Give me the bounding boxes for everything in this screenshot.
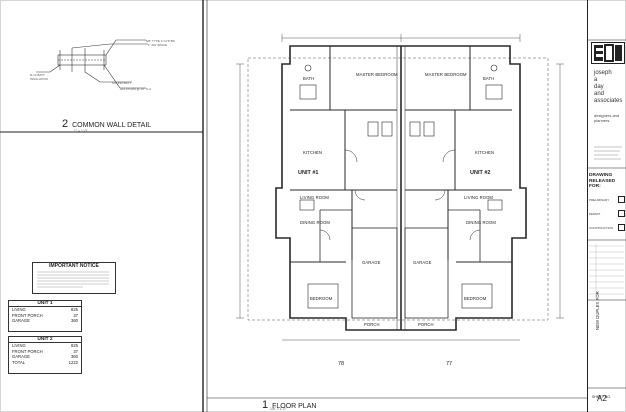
firm-name-line: joseph bbox=[594, 70, 612, 76]
room-porch-right: PORCH bbox=[418, 322, 434, 327]
svg-text:SOUND BATT: SOUND BATT bbox=[112, 81, 131, 85]
firm-subtitle-line: planners bbox=[594, 118, 610, 123]
firm-name-line: and bbox=[594, 91, 605, 97]
option-permit-checkbox[interactable] bbox=[618, 210, 625, 217]
table-row: FRONT PORCH 37 bbox=[9, 313, 81, 319]
room-bedroom-right: BEDROOM bbox=[464, 296, 487, 301]
area-value: 37 bbox=[73, 348, 78, 354]
room-master-bedroom-right: MASTER BEDROOM bbox=[425, 72, 467, 77]
stamp-line: DRAWING bbox=[589, 173, 613, 178]
area-value: 825 bbox=[71, 343, 78, 348]
notice-title: IMPORTANT NOTICE bbox=[49, 263, 99, 269]
svg-text:R-13 BATT: R-13 BATT bbox=[30, 73, 45, 77]
area-value: 825 bbox=[71, 307, 78, 312]
room-bath-right: BATH bbox=[483, 76, 495, 81]
firm-name-line: a bbox=[594, 77, 598, 83]
area-label: GARAGE bbox=[12, 318, 30, 323]
project-title: NEW DUPLEX FOR bbox=[595, 291, 600, 330]
firm-subtitle: designers and planners bbox=[594, 113, 619, 123]
stamp-line: RELEASED bbox=[589, 178, 616, 184]
table-row-total: TOTAL 1222 bbox=[9, 360, 81, 366]
room-garage-right: GARAGE bbox=[413, 260, 432, 265]
area-value: 360 bbox=[71, 318, 78, 323]
wall-detail-drawing bbox=[36, 39, 148, 89]
unit-right-label: UNIT #2 bbox=[470, 170, 491, 176]
unit-left-label: UNIT #1 bbox=[298, 170, 319, 176]
area-label: FRONT PORCH bbox=[12, 312, 43, 318]
room-living-right: LIVING ROOM bbox=[464, 195, 494, 200]
floor-plan-drawing bbox=[236, 34, 564, 341]
area-value: 360 bbox=[71, 354, 78, 359]
room-bath-left: BATH bbox=[303, 76, 315, 81]
lot-number-right: 77 bbox=[446, 361, 453, 367]
area-label: LIVING bbox=[12, 307, 26, 312]
room-dining-right: DINING ROOM bbox=[466, 220, 496, 225]
unit-area-table-2: UNIT 2 LIVING 825 FRONT PORCH 37 GARAGE 360… bbox=[8, 336, 82, 374]
option-construction-label: CONSTRUCTION bbox=[589, 226, 614, 230]
table-row: FRONT PORCH 37 bbox=[9, 349, 81, 355]
table-row: GARAGE 360 bbox=[9, 354, 81, 360]
option-preliminary-checkbox[interactable] bbox=[618, 196, 625, 203]
table-row: GARAGE 360 bbox=[9, 318, 81, 324]
logo-mark-icon bbox=[594, 44, 622, 62]
wall-detail-title: COMMON WALL DETAIL bbox=[72, 122, 152, 129]
room-dining-left: DINING ROOM bbox=[300, 220, 330, 225]
area-label: LIVING bbox=[12, 343, 26, 348]
sheet-number: A2 bbox=[597, 394, 607, 403]
room-master-bedroom-left: MASTER BEDROOM bbox=[356, 72, 398, 77]
firm-subtitle-line: designers and bbox=[594, 113, 620, 118]
room-garage-left: GARAGE bbox=[362, 260, 381, 265]
unit-area-table-1: UNIT 1 LIVING 825 FRONT PORCH 37 GARAGE 360 bbox=[8, 300, 82, 332]
sheet-number-label: SHEET NO. bbox=[592, 395, 611, 399]
room-kitchen-left: KITCHEN bbox=[303, 150, 323, 155]
room-kitchen-right: KITCHEN bbox=[475, 150, 495, 155]
room-porch-left: PORCH bbox=[364, 322, 380, 327]
svg-text:1" AIR SPACE: 1" AIR SPACE bbox=[148, 43, 167, 47]
important-notice-box: IMPORTANT NOTICE bbox=[32, 262, 116, 294]
lot-number-left: 78 bbox=[338, 361, 345, 367]
area-label: TOTAL bbox=[12, 359, 26, 365]
svg-text:5/8" TYPE X GYP BD: 5/8" TYPE X GYP BD bbox=[146, 39, 176, 43]
option-preliminary-label: PRELIMINARY bbox=[589, 198, 610, 202]
unit-area-title: UNIT 1 bbox=[9, 301, 81, 307]
title-block bbox=[587, 0, 626, 412]
firm-logo bbox=[591, 42, 625, 64]
wall-detail-scale: 1" = 1'-0" bbox=[74, 129, 88, 133]
floor-plan-caption: 1 FLOOR PLAN bbox=[262, 399, 316, 411]
area-label: GARAGE bbox=[12, 354, 30, 359]
room-bedroom-left: BEDROOM bbox=[310, 296, 333, 301]
floor-plan-number: 1 bbox=[262, 399, 269, 411]
svg-text:INSULATION: INSULATION bbox=[30, 77, 48, 81]
firm-name-line: associates bbox=[594, 98, 623, 104]
wall-detail-caption: 2 COMMON WALL DETAIL bbox=[62, 118, 151, 130]
firm-name-line: day bbox=[594, 84, 604, 90]
firm-name: joseph a day and associates bbox=[594, 70, 622, 105]
area-value: 37 bbox=[73, 312, 78, 318]
drawing-released-stamp: DRAWING RELEASED FOR: bbox=[589, 173, 624, 190]
notice-text-lines bbox=[37, 271, 109, 288]
firm-address bbox=[594, 146, 622, 160]
area-value: 1222 bbox=[68, 359, 78, 365]
stamp-line: FOR: bbox=[589, 184, 601, 189]
floor-plan-scale: 1/8" = 1'-0" bbox=[270, 407, 287, 411]
table-row: LIVING 825 bbox=[9, 307, 81, 313]
floor-plan-title: FLOOR PLAN bbox=[272, 403, 317, 410]
unit-area-title: UNIT 2 bbox=[9, 337, 81, 343]
room-living-left: LIVING ROOM bbox=[300, 195, 330, 200]
svg-text:2x4 STUDS @ 16" O.C.: 2x4 STUDS @ 16" O.C. bbox=[120, 87, 152, 91]
option-permit-label: PERMIT bbox=[589, 212, 601, 216]
option-construction-checkbox[interactable] bbox=[618, 224, 625, 231]
area-label: FRONT PORCH bbox=[12, 348, 43, 354]
wall-detail-number: 2 bbox=[62, 118, 69, 130]
table-row: LIVING 825 bbox=[9, 343, 81, 349]
